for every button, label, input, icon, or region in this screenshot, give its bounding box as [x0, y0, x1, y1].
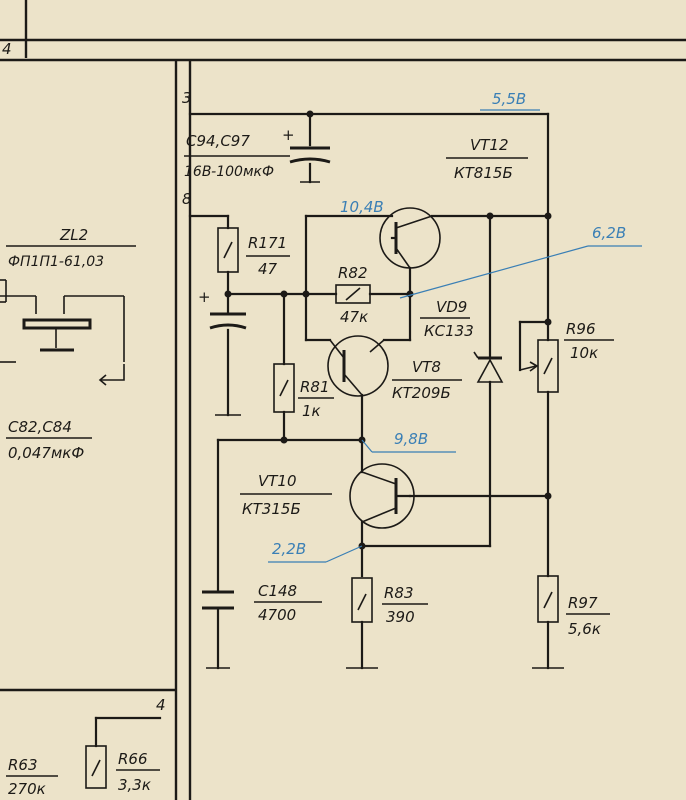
capacitor-c82: C82,C84 0,047мкФ [6, 418, 92, 462]
capacitor-c94-value: 16B-100мкФ [184, 164, 274, 180]
resistor-r83-value: 390 [386, 608, 415, 626]
transistor-vt12-ref: VT12 [470, 136, 509, 154]
resistor-r81-value: 1к [302, 402, 321, 420]
filter-zl2: ZL2 ФП1П1-61,03 [0, 226, 136, 386]
wiring [94, 112, 564, 748]
voltage-vt10: 2,2B [272, 540, 306, 558]
capacitor-c94: + C94,C97 16B-100мкФ [184, 126, 331, 180]
voltage-vt12-base: 10,4B [340, 198, 384, 216]
resistor-r97-ref: R97 [568, 594, 598, 612]
resistor-r82-ref: R82 [338, 264, 368, 282]
transistor-vt12: VT12 КТ815Б [379, 136, 528, 269]
resistor-r97: R97 5,6к [537, 575, 610, 638]
capacitor-main-plus: + [198, 288, 211, 306]
resistor-r63-ref: R63 [8, 756, 38, 774]
capacitor-main: + [198, 288, 247, 330]
resistor-r96-value: 10к [570, 344, 598, 362]
capacitor-c148-ref: C148 [258, 582, 297, 600]
capacitor-c94-plus: + [282, 126, 295, 144]
diode-vd9-ref: VD9 [436, 298, 467, 316]
diode-vd9: VD9 КС133 [420, 298, 504, 383]
resistor-r66-ref: R66 [118, 750, 148, 768]
voltage-annotations: 5,5B 10,4B 6,2B 9,8B 2,2B [268, 90, 642, 563]
node-label-8: 8 [182, 190, 192, 208]
resistor-r171-value: 47 [258, 260, 278, 278]
node-label-3: 3 [182, 89, 192, 107]
resistor-r66: R66 3,3к [85, 745, 160, 794]
transistor-vt10: VT10 КТ315Б [240, 463, 415, 529]
resistor-r171-ref: R171 [248, 234, 287, 252]
transistor-vt8: VT8 КТ209Б [327, 335, 462, 402]
voltage-r96: 6,2B [592, 224, 626, 242]
partial-label: 4 [2, 40, 12, 58]
resistor-r63-value: 270к [8, 780, 46, 798]
resistor-r83: R83 390 [351, 577, 428, 626]
transistor-vt8-type: КТ209Б [392, 384, 451, 402]
voltage-top: 5,5B [492, 90, 526, 108]
resistor-r66-value: 3,3к [118, 776, 151, 794]
filter-zl2-ref: ZL2 [59, 226, 88, 244]
capacitor-c148: C148 4700 [202, 582, 322, 624]
resistor-r82: R82 47к [335, 264, 371, 326]
resistor-r81: R81 1к [273, 363, 334, 420]
diode-vd9-type: КС133 [424, 322, 474, 340]
capacitor-c82-ref: C82,C84 [8, 418, 72, 436]
resistor-r171: R171 47 [217, 227, 290, 278]
transistor-vt10-ref: VT10 [258, 472, 297, 490]
capacitor-c82-value: 0,047мкФ [8, 444, 84, 462]
capacitor-c148-value: 4700 [258, 606, 296, 624]
resistor-r82-value: 47к [340, 308, 368, 326]
resistor-r63: R63 270к [6, 756, 58, 798]
node-label-4: 4 [156, 696, 166, 714]
transistor-vt12-type: КТ815Б [454, 164, 513, 182]
resistor-r97-value: 5,6к [568, 620, 601, 638]
transistor-vt8-ref: VT8 [412, 358, 441, 376]
transistor-vt10-type: КТ315Б [242, 500, 301, 518]
filter-zl2-type: ФП1П1-61,03 [8, 254, 104, 270]
voltage-vt8: 9,8B [394, 430, 428, 448]
resistor-r81-ref: R81 [300, 378, 330, 396]
resistor-r96: R96 10к [519, 320, 614, 393]
resistor-r96-ref: R96 [566, 320, 596, 338]
capacitor-c94-ref: C94,C97 [186, 132, 250, 150]
resistor-r83-ref: R83 [384, 584, 414, 602]
